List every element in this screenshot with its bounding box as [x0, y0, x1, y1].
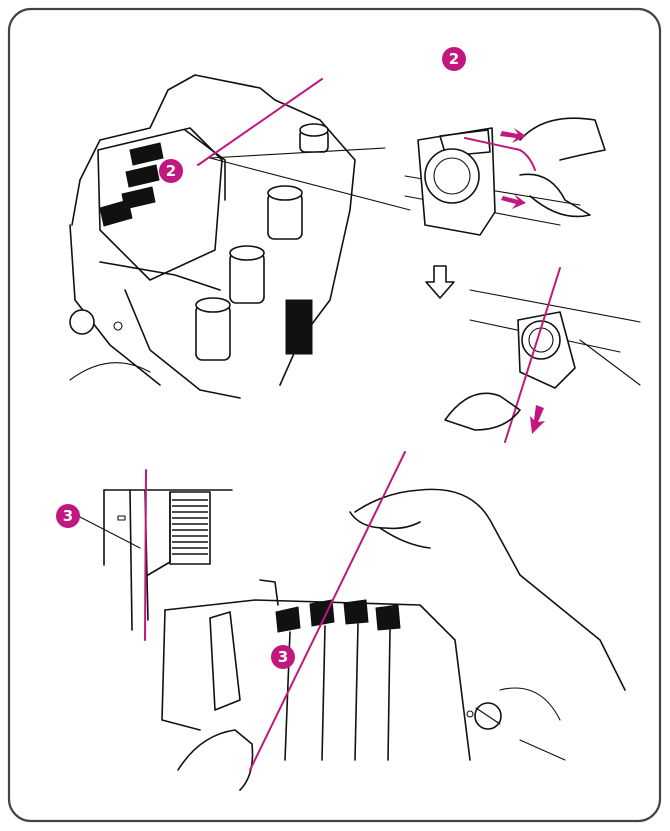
badge-label: 2	[166, 162, 176, 180]
badge-step3-detail: 3	[56, 504, 80, 528]
badge-step2-header: 2	[442, 47, 466, 71]
badge-step3-machine: 3	[271, 645, 295, 669]
badge-step2-machine: 2	[159, 159, 183, 183]
rounded-border	[9, 9, 660, 821]
badge-label: 3	[278, 648, 288, 666]
knob-icon	[70, 310, 94, 334]
badge-label: 3	[63, 507, 73, 525]
badge-label: 2	[449, 50, 459, 68]
